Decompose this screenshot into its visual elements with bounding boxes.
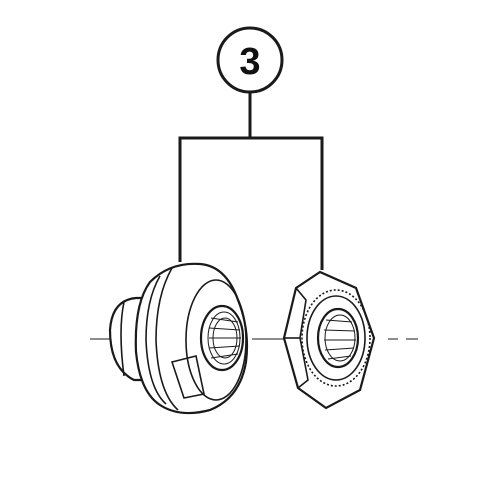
leader-lines — [178, 92, 324, 270]
cone-nut — [108, 262, 249, 415]
hex-lock-nut — [282, 270, 376, 410]
callout-3: 3 — [216, 26, 284, 94]
callout-number: 3 — [239, 41, 260, 83]
